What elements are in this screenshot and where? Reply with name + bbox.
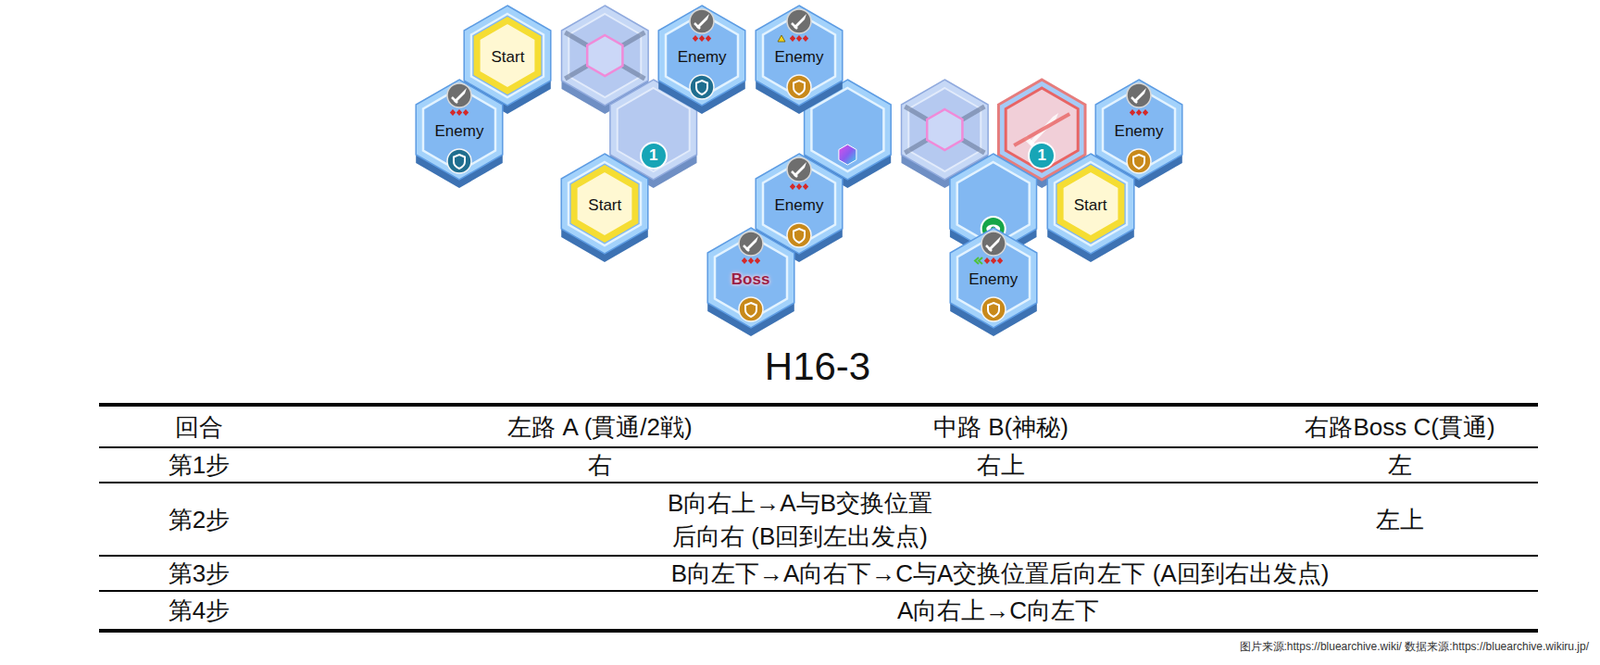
callout-number: 1 — [639, 141, 668, 170]
tile-label: Enemy — [942, 270, 1045, 289]
table-cell: 右 — [587, 450, 613, 480]
start-tile: Start — [553, 148, 656, 260]
table-cell: B向右上→A与B交换位置 后向右 (B回到左出发点) — [647, 486, 953, 553]
table-cell: 第3步 — [168, 559, 230, 588]
table-cell: 第2步 — [168, 505, 230, 535]
tile-label: Enemy — [650, 48, 753, 67]
enemy-tile: Enemy — [650, 0, 753, 112]
tile-label: Enemy — [1087, 122, 1190, 141]
table-header: 右路Boss C(貫通) — [1304, 412, 1495, 442]
table-cell: 左 — [1387, 450, 1413, 480]
table-cell: 左上 — [1375, 505, 1425, 535]
stage-title: H16-3 — [764, 344, 871, 389]
table-header: 左路 A (貫通/2戦) — [507, 412, 692, 442]
tile-label: Boss — [700, 270, 802, 289]
table-cell: 右上 — [976, 450, 1025, 480]
enemy-tile: Enemy — [748, 0, 850, 112]
table-header: 回合 — [175, 412, 224, 442]
table-cell: 第1步 — [168, 450, 230, 480]
tile-label: Start — [1039, 196, 1142, 215]
start-tile: Start — [1039, 148, 1142, 260]
tile-label: Enemy — [748, 196, 850, 215]
tile-label: Enemy — [748, 48, 850, 67]
table-cell: 第4步 — [168, 596, 230, 625]
tile-label: Start — [553, 196, 656, 215]
tile-label: Start — [456, 48, 559, 67]
table-cell: A向右上→C向左下 — [897, 596, 1100, 625]
callout-number: 1 — [1027, 141, 1056, 170]
enemy-tile: Enemy — [408, 74, 511, 186]
table-cell: B向左下→A向右下→C与A交换位置后向左下 (A回到右出发点) — [671, 559, 1330, 588]
tile-label: Enemy — [408, 122, 511, 141]
enemy-tile: Enemy — [942, 222, 1045, 334]
boss-tile: Boss — [700, 222, 802, 334]
table-header: 中路 B(神秘) — [933, 412, 1069, 442]
source-note: 图片来源:https://bluearchive.wiki/ 数据来源:http… — [1239, 639, 1589, 654]
table-rules — [99, 404, 1538, 631]
